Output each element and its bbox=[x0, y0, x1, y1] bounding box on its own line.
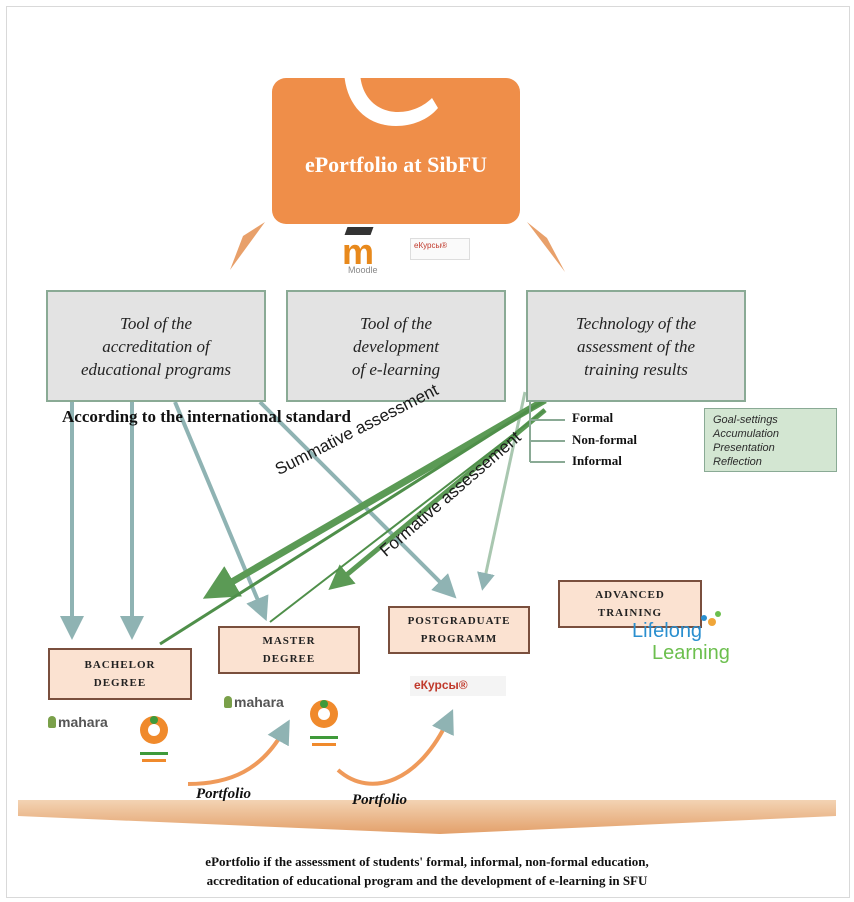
bachelor-line-1: BACHELOR bbox=[84, 659, 156, 671]
tool-accreditation: Tool of the accreditation of educational… bbox=[46, 290, 266, 402]
caption-line-1: ePortfolio if the assessment of students… bbox=[205, 854, 649, 869]
education-type-non-formal: Non-formal bbox=[572, 432, 637, 447]
mahara-logo-2: mahara bbox=[224, 694, 284, 710]
advanced-line-2: TRAINING bbox=[597, 607, 663, 619]
step-goal-settings: Goal-settings bbox=[713, 414, 778, 426]
left-orange-arrow bbox=[230, 222, 265, 270]
arrow-technology-postgraduate bbox=[477, 391, 527, 591]
lifelong-line-1: Lifelong bbox=[632, 620, 703, 642]
mahara-label-2: mahara bbox=[234, 694, 284, 710]
tool-elearning: Tool of the development of e-learning bbox=[286, 290, 506, 402]
university-emblem-icon bbox=[140, 716, 168, 762]
ekursy-small-logo: еКурсы® bbox=[410, 238, 470, 260]
arrow-accreditation-master bbox=[173, 401, 269, 622]
mahara-leaf-icon bbox=[48, 716, 56, 728]
moodle-logo: m Moodle bbox=[342, 227, 412, 275]
tool-accreditation-line-1: Tool of the bbox=[119, 313, 193, 333]
tool-assessment: Technology of the assessment of the trai… bbox=[526, 290, 746, 402]
postgraduate-line-1: POSTGRADUATE bbox=[407, 615, 511, 627]
bachelor-degree-box: BACHELOR DEGREE bbox=[48, 648, 192, 700]
bottom-brace bbox=[18, 800, 836, 834]
moodle-label: Moodle bbox=[348, 265, 378, 275]
postgraduate-program-box: POSTGRADUATE PROGRAMM bbox=[388, 606, 530, 654]
tool-accreditation-line-2: accreditation of bbox=[102, 336, 210, 356]
university-emblem-icon-2 bbox=[310, 700, 338, 746]
portfolio-arrow-1 bbox=[187, 719, 290, 786]
mahara-logo-1: mahara bbox=[48, 714, 108, 730]
bachelor-line-2: DEGREE bbox=[93, 677, 147, 689]
arrow-summative bbox=[202, 396, 547, 599]
step-reflection: Reflection bbox=[713, 456, 762, 468]
lifelong-learning-logo: Lifelong Learning bbox=[632, 620, 730, 664]
arrow-formative-master bbox=[269, 409, 546, 623]
arrow-summative-bachelor bbox=[159, 398, 546, 646]
eportfolio-logo-box bbox=[272, 78, 520, 224]
postgraduate-line-2: PROGRAMM bbox=[420, 633, 498, 645]
lifelong-line-2: Learning bbox=[652, 642, 730, 664]
international-standard-label: According to the international standard bbox=[62, 407, 351, 426]
tool-elearning-line-3: of e-learning bbox=[351, 359, 441, 379]
step-accumulation: Accumulation bbox=[713, 428, 780, 440]
right-orange-arrow bbox=[527, 222, 565, 272]
master-line-1: MASTER bbox=[262, 635, 316, 647]
mahara-label-1: mahara bbox=[58, 714, 108, 730]
ekursy-logo: еКурсы® bbox=[410, 676, 506, 696]
tool-assessment-line-1: Technology of the bbox=[575, 313, 697, 333]
eportfolio-e-icon bbox=[344, 10, 442, 126]
portfolio-label-1: Portfolio bbox=[196, 786, 251, 802]
mahara-leaf-icon bbox=[224, 696, 232, 708]
advanced-training-box: ADVANCED TRAINING bbox=[558, 580, 702, 628]
advanced-line-1: ADVANCED bbox=[595, 589, 665, 601]
tool-assessment-line-3: training results bbox=[584, 359, 688, 379]
step-presentation: Presentation bbox=[713, 442, 775, 454]
tool-accreditation-line-3: educational programs bbox=[80, 359, 231, 379]
master-line-2: DEGREE bbox=[262, 653, 316, 665]
diagram-caption: ePortfolio if the assessment of students… bbox=[40, 852, 814, 890]
education-type-formal: Formal bbox=[572, 410, 614, 425]
portfolio-arrow-2 bbox=[336, 709, 454, 786]
tool-elearning-line-2: development bbox=[353, 336, 439, 356]
education-type-informal: Informal bbox=[572, 453, 622, 468]
lifelong-swirl-icon bbox=[701, 611, 721, 626]
eportfolio-title: ePortfolio at SibFU bbox=[304, 152, 488, 177]
master-degree-box: MASTER DEGREE bbox=[218, 626, 360, 674]
education-type-bracket bbox=[529, 398, 565, 463]
arrow-formative bbox=[328, 408, 547, 590]
portfolio-label-2: Portfolio bbox=[352, 792, 407, 808]
tool-assessment-line-2: assessment of the bbox=[576, 336, 696, 356]
arrow-accreditation-postgraduate bbox=[258, 400, 457, 599]
tool-elearning-line-1: Tool of the bbox=[359, 313, 433, 333]
caption-line-2: accreditation of educational program and… bbox=[206, 873, 648, 888]
eportfolio-steps-box: Goal-settings Accumulation Presentation … bbox=[704, 408, 837, 472]
moodle-m-icon: m bbox=[342, 231, 375, 272]
